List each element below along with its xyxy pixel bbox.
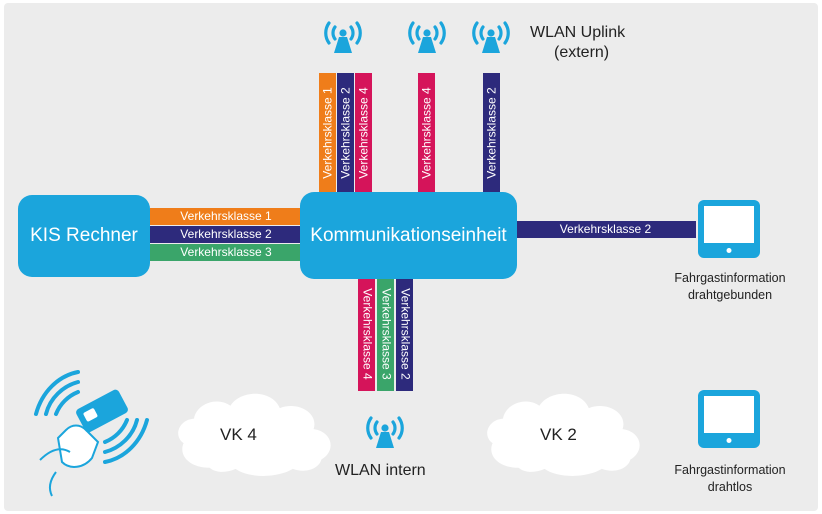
band-left-vk1: Verkehrsklasse 1 xyxy=(150,208,302,225)
kis-rechner-node: KIS Rechner xyxy=(18,195,150,277)
band-top-vk4: Verkehrsklasse 4 xyxy=(355,73,372,192)
band-top-vk2-uplink-label: Verkehrsklasse 2 xyxy=(484,86,498,179)
band-bottom-vk4: Verkehrsklasse 4 xyxy=(358,277,375,391)
band-bottom-vk3-label: Verkehrsklasse 3 xyxy=(379,288,393,380)
band-bottom-vk4-label: Verkehrsklasse 4 xyxy=(360,288,374,380)
kis-rechner-label: KIS Rechner xyxy=(30,225,138,246)
kommunikationseinheit-node: Kommunikationseinheit xyxy=(300,192,517,279)
fahrgast-wired-caption: Fahrgastinformation drahtgebunden xyxy=(660,270,800,304)
fahrgast-wired-line1: Fahrgastinformation xyxy=(674,271,786,285)
band-left-vk3: Verkehrsklasse 3 xyxy=(150,244,302,261)
vk4-cloud-label: VK 4 xyxy=(220,425,257,444)
band-right-vk2: Verkehrsklasse 2 xyxy=(515,221,696,238)
fahrgast-wireless-line1: Fahrgastinformation xyxy=(674,463,786,477)
band-top-vk2-uplink: Verkehrsklasse 2 xyxy=(483,73,500,192)
band-top-vk1: Verkehrsklasse 1 xyxy=(319,73,336,192)
band-bottom-vk3: Verkehrsklasse 3 xyxy=(377,277,394,391)
wlan-uplink-label-line1: WLAN Uplink xyxy=(530,24,626,41)
band-top-vk4-uplink-label: Verkehrsklasse 4 xyxy=(419,86,433,179)
contactless-ticket-icon xyxy=(34,370,149,497)
band-left-vk2: Verkehrsklasse 2 xyxy=(150,226,302,243)
band-bottom-vk2-label: Verkehrsklasse 2 xyxy=(398,288,412,380)
fahrgast-wireless-caption: Fahrgastinformation drahtlos xyxy=(660,462,800,496)
wlan-uplink-label-line2: (extern) xyxy=(554,44,610,61)
vk2-cloud-label: VK 2 xyxy=(540,425,577,444)
band-top-vk2-label: Verkehrsklasse 2 xyxy=(338,86,352,179)
monitor-wireless-icon xyxy=(698,390,760,448)
fahrgast-wireless-line2: drahtlos xyxy=(707,480,753,494)
wlan-intern-label: WLAN intern xyxy=(335,462,426,479)
band-top-vk1-label: Verkehrsklasse 1 xyxy=(320,86,334,179)
monitor-wired-icon xyxy=(698,200,760,258)
band-top-vk4-uplink: Verkehrsklasse 4 xyxy=(418,73,435,192)
fahrgast-wired-line2: drahtgebunden xyxy=(687,288,773,302)
band-top-vk4-label: Verkehrsklasse 4 xyxy=(356,86,370,179)
band-top-vk2: Verkehrsklasse 2 xyxy=(337,73,354,192)
kommunikationseinheit-label: Kommunikationseinheit xyxy=(310,224,507,246)
band-bottom-vk2: Verkehrsklasse 2 xyxy=(396,277,413,391)
